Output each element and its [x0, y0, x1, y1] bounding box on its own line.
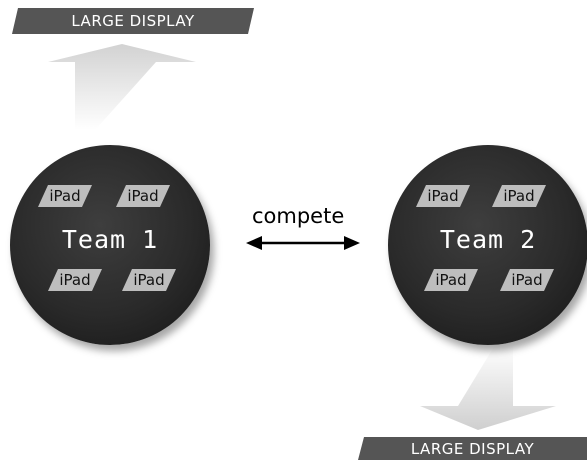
- team-1-label: Team 1: [61, 225, 159, 254]
- ipad-label: iPad: [133, 271, 165, 289]
- ipad-label: iPad: [49, 187, 81, 205]
- team-2-circle: iPad iPad Team 2 iPad iPad: [388, 145, 587, 345]
- ipad-device: iPad: [424, 269, 478, 291]
- up-arrow-icon: [48, 44, 196, 130]
- compete-arrow-icon: [246, 236, 360, 250]
- ipad-label: iPad: [127, 187, 159, 205]
- banner-shape: [358, 437, 587, 460]
- ipad-device: iPad: [500, 269, 554, 291]
- ipad-label: iPad: [511, 271, 543, 289]
- ipad-label: iPad: [427, 187, 459, 205]
- team-1-circle: iPad iPad Team 1 iPad iPad: [10, 145, 210, 345]
- ipad-label: iPad: [435, 271, 467, 289]
- ipad-label: iPad: [59, 271, 91, 289]
- ipad-device: iPad: [38, 185, 92, 207]
- ipad-label: iPad: [503, 187, 535, 205]
- ipad-device: iPad: [48, 269, 102, 291]
- banner-bottom-label: LARGE DISPLAY: [410, 439, 535, 458]
- large-display-banner-top: LARGE DISPLAY: [12, 8, 254, 34]
- ipad-device: iPad: [116, 185, 170, 207]
- ipad-device: iPad: [492, 185, 546, 207]
- large-display-banner-bottom: LARGE DISPLAY: [358, 437, 587, 460]
- compete-label: compete: [252, 204, 345, 228]
- down-arrow-icon: [420, 345, 556, 430]
- team-2-label: Team 2: [439, 225, 537, 254]
- ipad-device: iPad: [122, 269, 176, 291]
- banner-shape: [12, 8, 254, 34]
- banner-top-label: LARGE DISPLAY: [71, 12, 195, 30]
- ipad-device: iPad: [416, 185, 470, 207]
